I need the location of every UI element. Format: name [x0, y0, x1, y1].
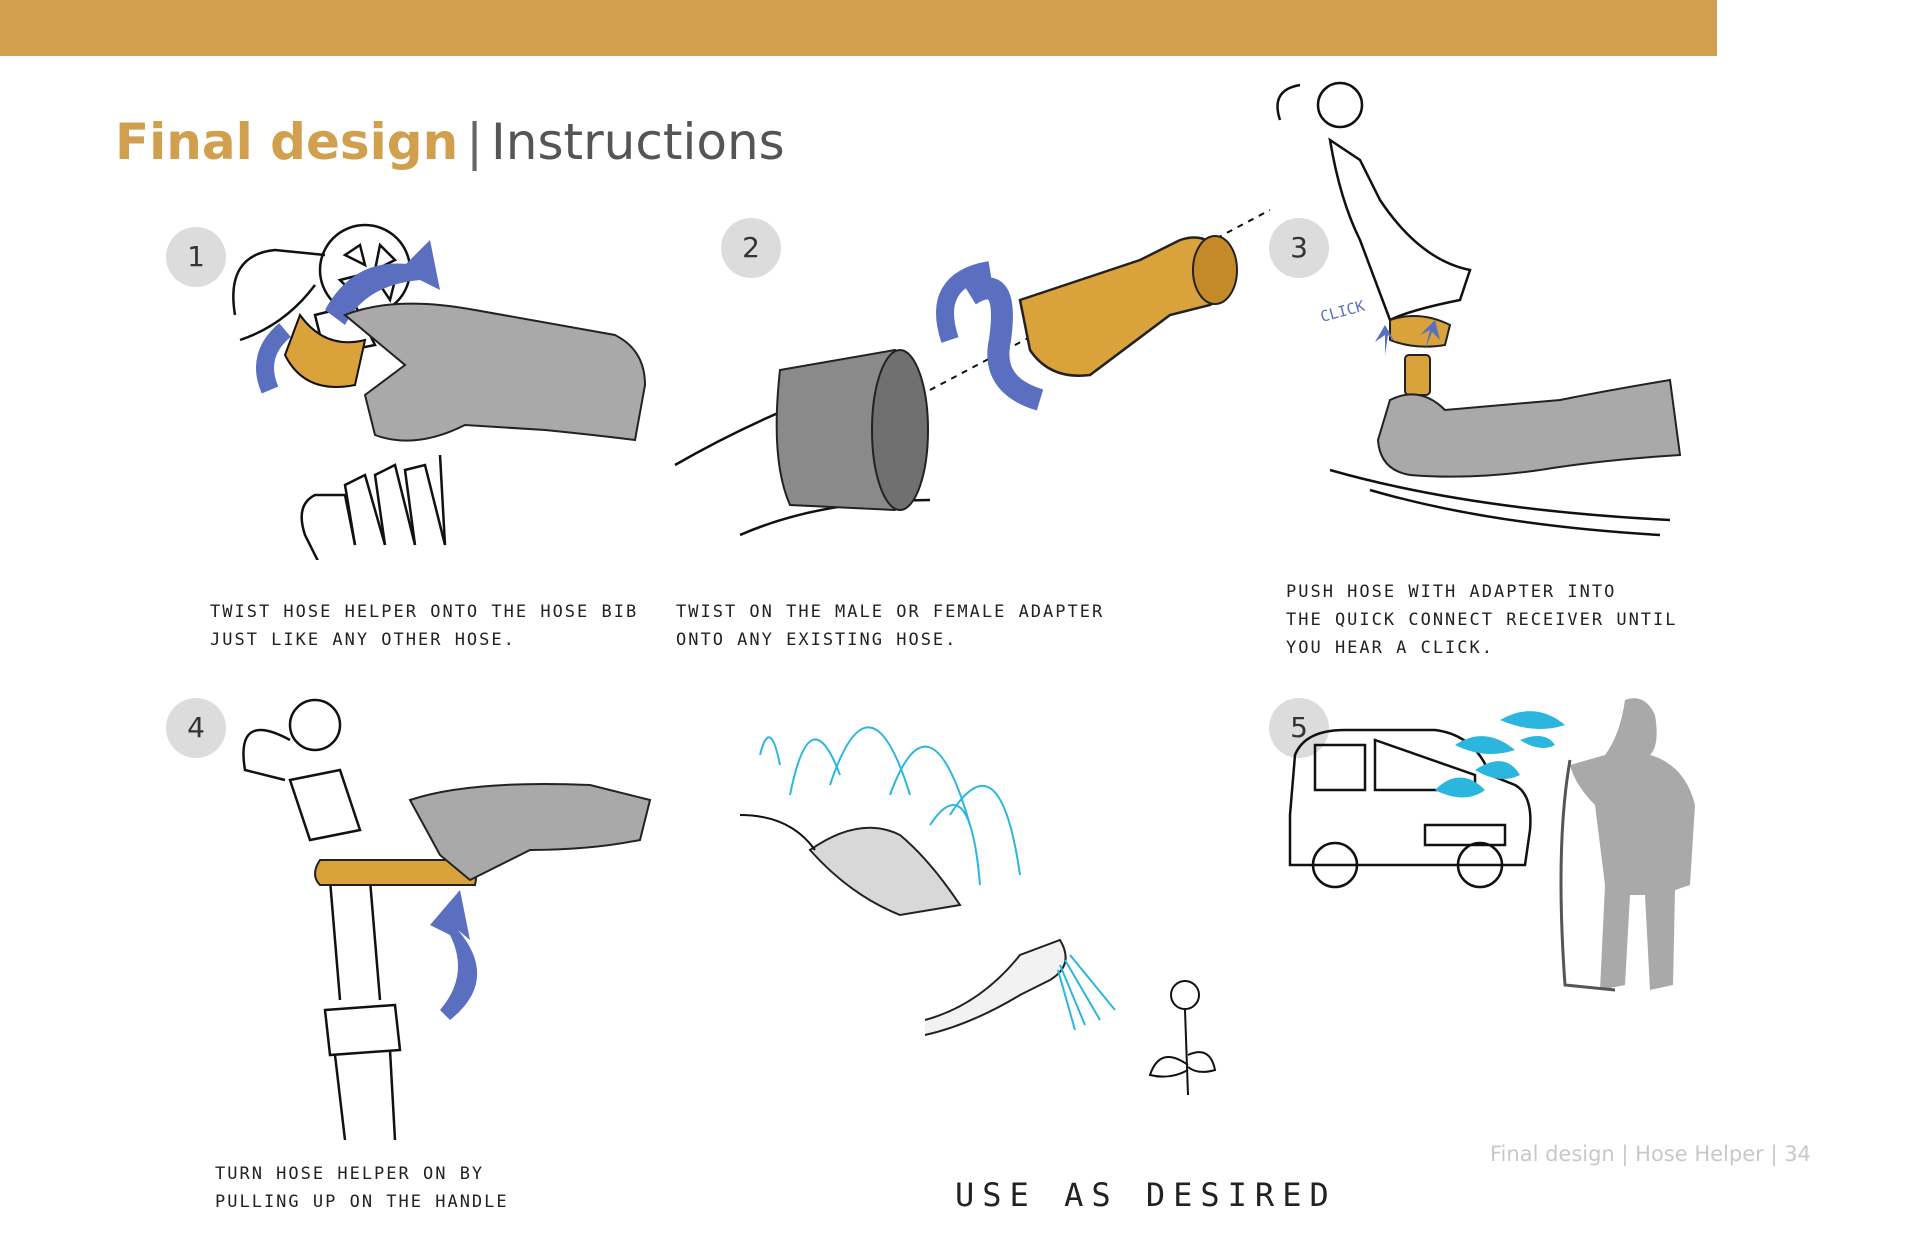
hose-helper-part	[283, 312, 367, 388]
step-4-caption: Turn hose helper on bypulling up on the …	[215, 1164, 509, 1212]
accent-header-bar	[0, 0, 1717, 56]
twist-arrow-back-icon	[256, 323, 292, 394]
pull-up-arrow-icon	[430, 890, 478, 1020]
use-illustration	[739, 726, 1217, 1096]
hose-adapter-icon	[1404, 354, 1431, 396]
step-4-badge: 4	[166, 698, 226, 758]
step-4-illustration	[242, 698, 652, 1140]
step-3-caption: Push hose with adapter intothe quick con…	[1286, 582, 1678, 658]
step-3-illustration: CLICK	[1276, 81, 1682, 537]
spray-nozzle-icon	[924, 938, 1067, 1036]
step-1-caption: Twist hose helper onto the hose bibjust …	[210, 602, 639, 650]
push-arrow-right-icon	[1420, 320, 1440, 350]
hand-holding-hose-icon	[1376, 378, 1682, 478]
title-main: Final design	[115, 113, 459, 171]
step-2-illustration	[674, 209, 1271, 537]
garden-hose-icon	[1559, 759, 1616, 992]
title-separator: |	[466, 113, 484, 171]
water-splash-icon	[1435, 711, 1565, 798]
push-arrow-left-icon	[1375, 325, 1395, 355]
page-footer: Final design | Hose Helper | 34	[1490, 1142, 1811, 1166]
gloved-hand-icon	[343, 302, 647, 442]
step-5-illustration	[1288, 698, 1695, 992]
twist-arrow-icon	[325, 240, 440, 325]
page-title: Final design|Instructions	[115, 112, 785, 172]
title-sub: Instructions	[491, 113, 785, 171]
step-1-illustration	[232, 223, 647, 560]
step-2-badge: 2	[721, 218, 781, 278]
receiver-fitting-icon	[1389, 315, 1452, 348]
rotation-arrow-icon	[964, 277, 1044, 411]
step-2-caption: Twist on the male or female adapteronto …	[676, 602, 1105, 650]
sprinkler-icon	[808, 826, 962, 917]
person-silhouette-icon	[1570, 698, 1695, 990]
click-sketch-label: CLICK	[1318, 297, 1366, 326]
hand-pulling-handle-icon	[408, 783, 652, 882]
use-caption: Use as desired	[955, 1176, 1337, 1214]
step-3-badge: 3	[1269, 218, 1329, 278]
step-1-badge: 1	[166, 227, 226, 287]
flower-icon	[1148, 980, 1217, 1096]
